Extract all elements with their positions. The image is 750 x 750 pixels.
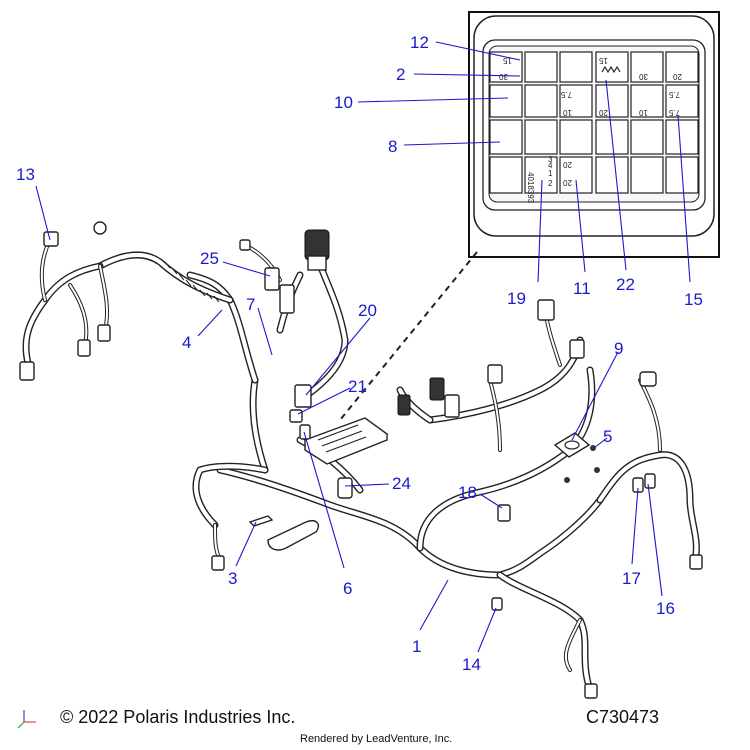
clip-21-icon: [289, 409, 303, 423]
fuse-rating: 7.5: [668, 108, 680, 117]
fuse-rating: 20: [599, 108, 608, 117]
callouts: 12 2 10 8 19 11 22 15 13 25 7 4 20 21 24…: [16, 33, 703, 674]
fuse-rating: 15: [503, 56, 512, 65]
fuse-rating: 10: [639, 108, 648, 117]
callout-11: 11: [573, 279, 591, 298]
conduit-ribs: [164, 261, 220, 303]
connector-24-icon: [337, 477, 353, 499]
callout-12: 12: [410, 33, 429, 52]
grommet-9-icon: [553, 432, 591, 458]
callout-10: 10: [334, 93, 353, 112]
fuse-rating: 7.5: [668, 90, 680, 99]
pin-number: 4: [548, 161, 553, 170]
pin-number: 2: [548, 179, 553, 188]
callout-5: 5: [603, 427, 612, 446]
connectors: [19, 221, 703, 699]
callout-19: 19: [507, 289, 526, 308]
connector-18-icon: [497, 504, 511, 522]
leader-lines: [35, 41, 691, 653]
callout-15: 15: [684, 290, 703, 309]
pin-number: 3: [548, 155, 553, 164]
fuse-rating: 30: [499, 72, 508, 81]
callout-2: 2: [396, 65, 405, 84]
label-3-icon: [248, 515, 274, 527]
callout-18: 18: [458, 483, 477, 502]
callout-6: 6: [343, 579, 352, 598]
callout-7: 7: [246, 295, 255, 314]
callout-13: 13: [16, 165, 35, 184]
fuse-box-grid: [489, 51, 699, 194]
callout-20: 20: [358, 301, 377, 320]
fuse-rating: 7.5: [560, 90, 572, 99]
connector-20-icon: [294, 384, 312, 408]
fuse-rating: 10: [563, 108, 572, 117]
cover-3-icon: [267, 520, 320, 551]
callout-3: 3: [228, 569, 237, 588]
fuse-rating: 20: [563, 160, 572, 169]
callout-4: 4: [182, 333, 191, 352]
screw-5-icon: [590, 445, 596, 451]
fuse-element-icon: [601, 65, 621, 74]
fuse-box-inset: 15 30 15 20 7.5 7.5 10 20 30 10 7.5 20 2…: [468, 11, 720, 258]
harness-fuse-box-icon: [303, 417, 389, 465]
connector-7-icon: [279, 284, 295, 314]
axis-triad-icon: [17, 710, 36, 729]
part-number: 4018393: [526, 172, 535, 204]
callout-9: 9: [614, 339, 623, 358]
callout-14: 14: [462, 655, 481, 674]
callout-16: 16: [656, 599, 675, 618]
callout-21: 21: [348, 377, 367, 396]
pin-number: 1: [548, 169, 553, 178]
callout-8: 8: [388, 137, 397, 156]
fuse-rating: 15: [599, 56, 608, 65]
fuse-rating: 20: [673, 72, 682, 81]
inset-pointer-line: [339, 251, 478, 421]
callout-22: 22: [616, 275, 635, 294]
diagram-code: C730473: [586, 707, 660, 727]
fuse-ratings: 15 30 15 20 7.5 7.5 10 20 30 10 7.5 20 2…: [499, 56, 682, 204]
connector-13-icon: [43, 231, 59, 247]
callout-1: 1: [412, 637, 421, 656]
connector-6-icon: [299, 424, 311, 440]
callout-24: 24: [392, 474, 411, 493]
rendered-by-text: Rendered by LeadVenture, Inc.: [300, 733, 453, 745]
fuse-rating: 30: [639, 72, 648, 81]
clip-14-icon: [491, 597, 503, 611]
copyright-text: © 2022 Polaris Industries Inc.: [60, 707, 296, 727]
connector-16-icon: [644, 473, 656, 489]
connector-25-icon: [264, 267, 280, 291]
fuse-rating: 20: [563, 178, 572, 187]
callout-25: 25: [200, 249, 219, 268]
callout-17: 17: [622, 569, 641, 588]
